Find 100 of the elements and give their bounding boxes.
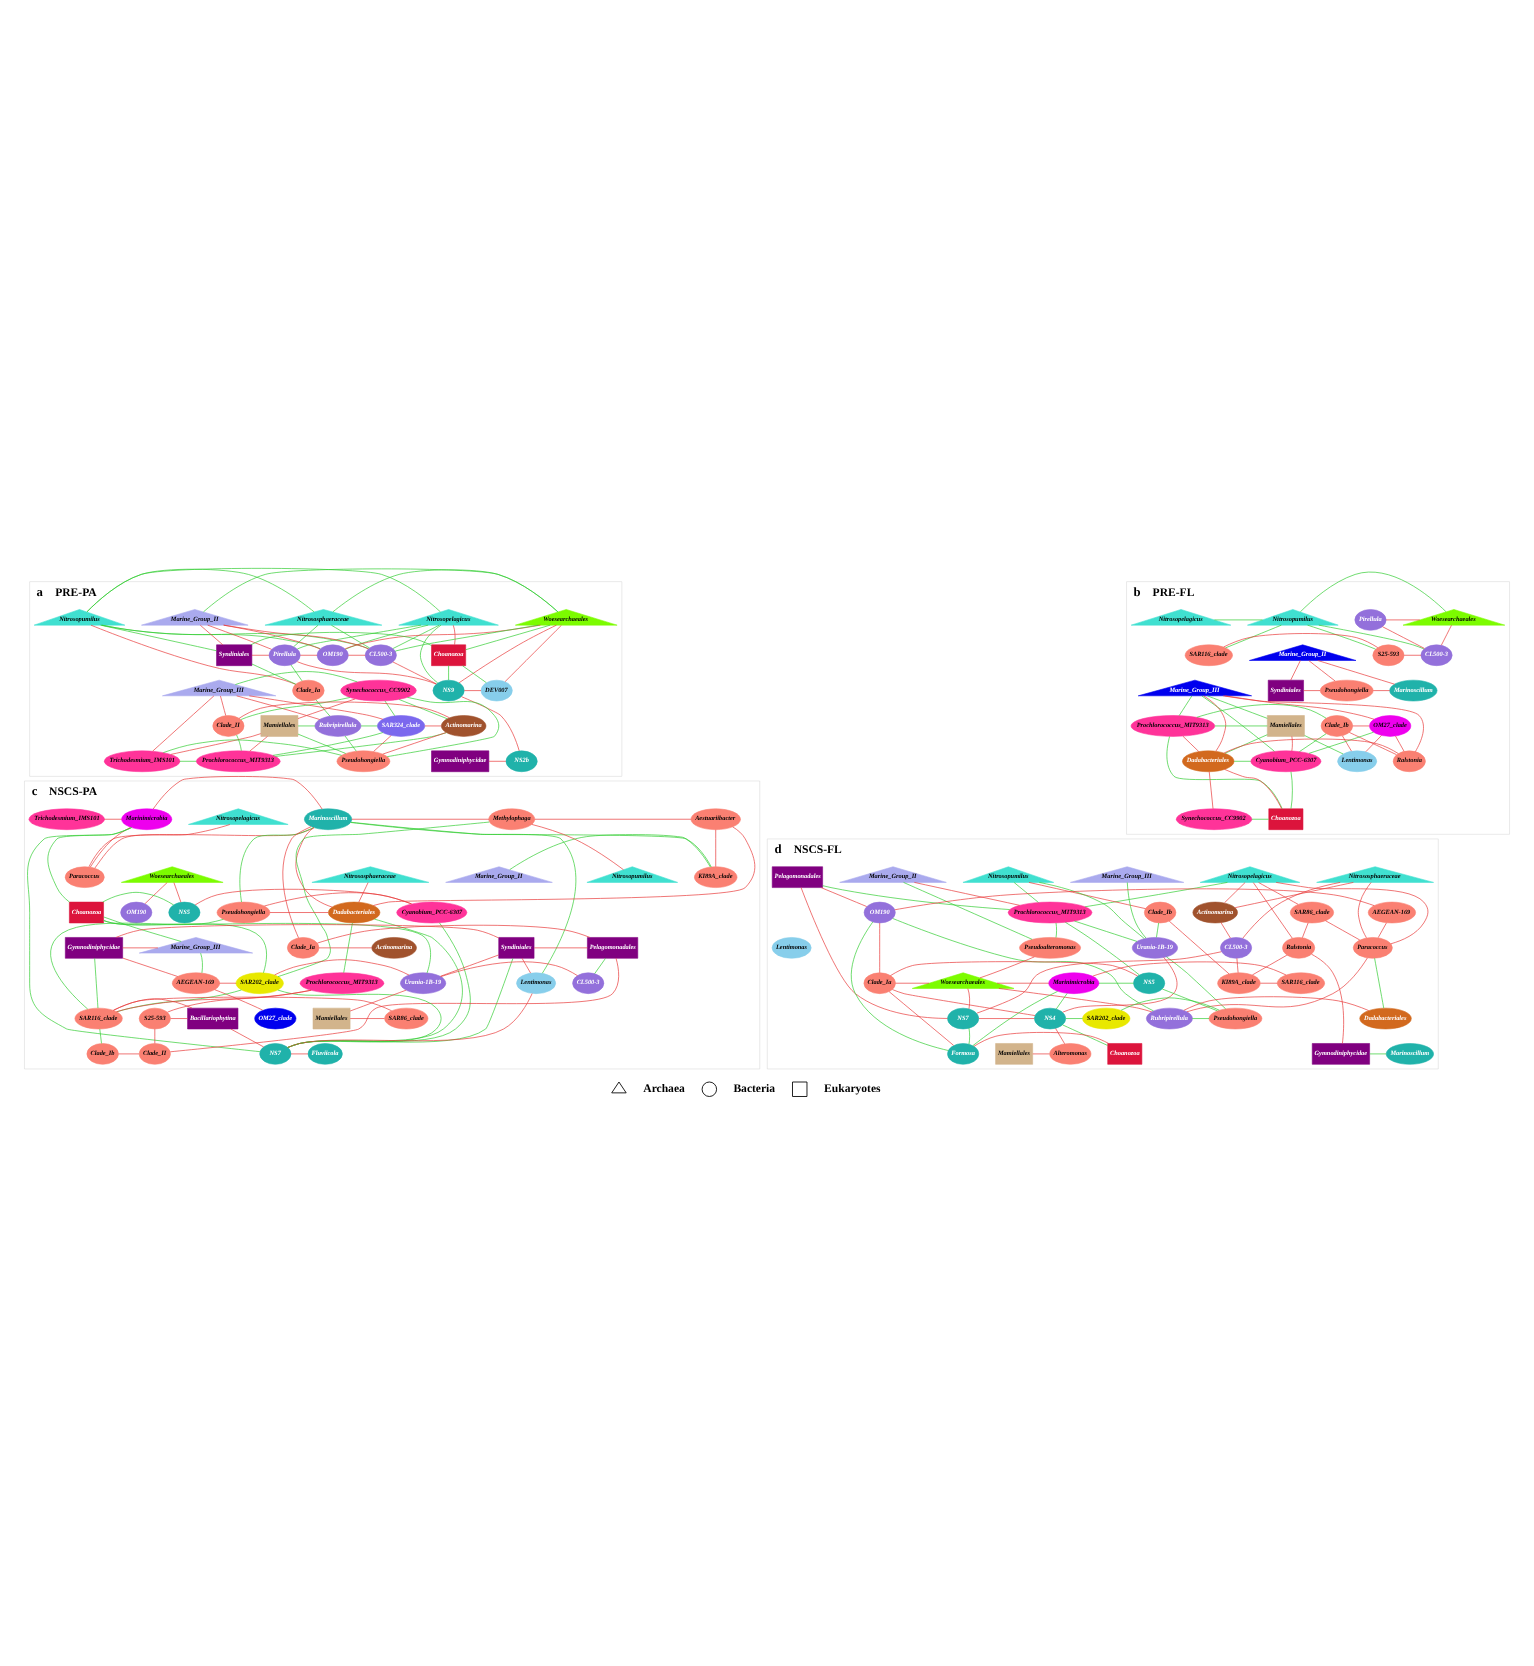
connector [1302, 921, 1309, 938]
connector [90, 623, 296, 684]
connector [888, 990, 954, 1045]
connector [1304, 734, 1344, 754]
connector [1166, 735, 1283, 809]
connector [386, 696, 500, 757]
connector [1055, 921, 1057, 937]
connector [1252, 881, 1293, 938]
connector [979, 955, 1035, 978]
connector [200, 951, 203, 973]
connector [1224, 733, 1268, 753]
connector [1182, 734, 1200, 751]
connector [331, 623, 370, 648]
connector [250, 631, 432, 645]
connector [373, 734, 392, 751]
connector [350, 821, 712, 867]
connector [295, 826, 333, 907]
connector [1126, 881, 1147, 938]
connector [1290, 770, 1293, 809]
connector [439, 953, 499, 976]
connector [350, 820, 577, 973]
connector [1224, 694, 1375, 719]
connector [86, 567, 441, 612]
connector [382, 731, 447, 754]
connector [1365, 734, 1382, 751]
connector [1242, 881, 1341, 938]
connector [1311, 952, 1344, 1043]
connector [101, 623, 321, 649]
connector [440, 960, 578, 976]
connector [318, 946, 373, 948]
connector [1222, 694, 1424, 751]
connector [248, 694, 384, 719]
connector [972, 990, 1058, 1045]
connector [968, 1026, 970, 1044]
connector [1196, 703, 1327, 718]
connector [1291, 735, 1293, 751]
connector [167, 988, 312, 1012]
connector [822, 884, 1011, 909]
connector [1307, 623, 1377, 649]
connector [1092, 960, 1287, 976]
connector [122, 946, 159, 948]
connector [1183, 995, 1370, 1010]
connector [594, 957, 606, 973]
connector [715, 828, 717, 866]
connector [101, 623, 369, 648]
connector [1342, 734, 1352, 751]
connector [88, 826, 315, 867]
connector [102, 891, 174, 905]
connector [152, 694, 215, 751]
connector [458, 623, 557, 683]
connector [895, 981, 930, 983]
connector [349, 988, 407, 1011]
connector [820, 886, 868, 906]
connector [1161, 987, 1218, 1011]
connector [879, 921, 881, 973]
connector [1224, 881, 1246, 903]
connector [296, 623, 422, 649]
connector [277, 988, 442, 1047]
connector [94, 823, 231, 868]
connector [394, 623, 539, 651]
connector [154, 1027, 156, 1043]
connector [973, 1031, 1109, 1046]
connector [1207, 694, 1268, 718]
connector [1065, 1017, 1083, 1018]
connector [1382, 625, 1425, 648]
connector [269, 911, 329, 912]
connector [90, 826, 131, 867]
connector [1377, 921, 1387, 938]
connector [99, 1027, 102, 1043]
connector [122, 956, 179, 976]
connector [967, 987, 970, 1009]
connector [1038, 881, 1145, 938]
connector [272, 731, 384, 755]
connector [1203, 694, 1227, 751]
connector [1032, 1052, 1050, 1054]
connector [903, 881, 1033, 939]
connector [1299, 732, 1327, 751]
connector [1192, 1017, 1210, 1018]
connector [344, 623, 541, 649]
connector [1290, 659, 1301, 680]
connector [274, 958, 410, 975]
connector [1303, 689, 1321, 690]
connector [894, 887, 1375, 910]
connector [47, 826, 132, 902]
connector [351, 817, 490, 819]
connector [1403, 653, 1422, 655]
connector [1308, 659, 1336, 681]
connector [282, 825, 312, 938]
connector [170, 732, 262, 754]
connector [452, 623, 456, 644]
connector [1224, 768, 1282, 808]
connector [236, 694, 321, 719]
connector [358, 881, 369, 902]
connector [1166, 955, 1226, 1009]
connector [1252, 953, 1288, 975]
connector [1352, 724, 1370, 726]
connector [235, 670, 358, 684]
connector [345, 623, 429, 649]
connector [1168, 919, 1230, 974]
connector [103, 919, 431, 973]
